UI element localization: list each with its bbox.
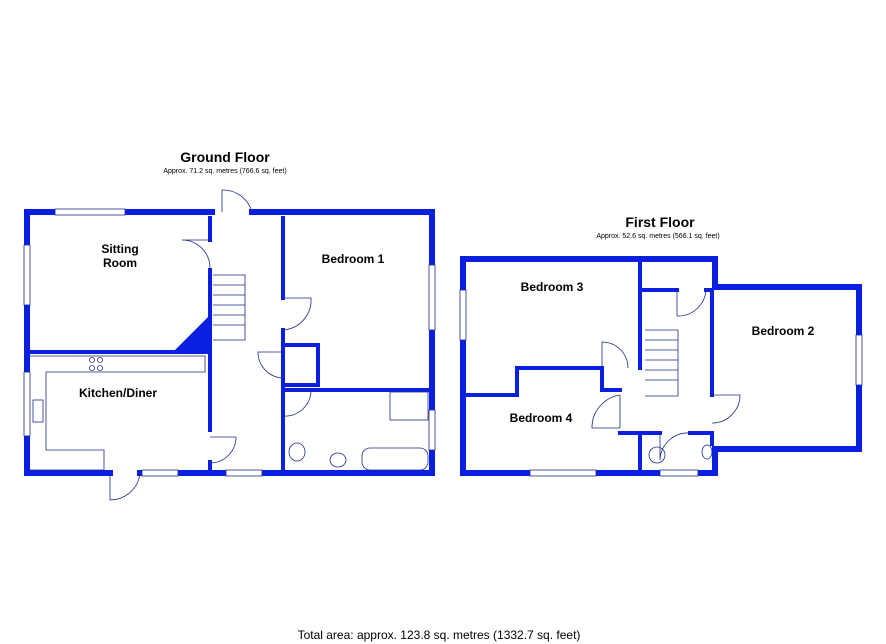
ground-floor-area: Approx. 71.2 sq. metres (766.6 sq. feet)	[163, 168, 286, 175]
door	[282, 389, 312, 417]
window	[23, 371, 31, 437]
room-label-kitchen: Kitchen/Diner	[79, 386, 157, 400]
window	[529, 469, 597, 477]
ground-floor-title: Ground Floor	[180, 149, 270, 165]
window	[23, 244, 31, 306]
first-floor-title: First Floor	[625, 214, 695, 230]
door	[257, 351, 284, 379]
ground-floor-plan: Sitting Room Bedroom 1 Kitchen/Diner	[23, 189, 436, 501]
window	[855, 334, 863, 386]
window	[225, 469, 263, 477]
window	[428, 409, 436, 451]
door	[601, 341, 629, 369]
window	[428, 264, 436, 331]
door	[109, 472, 141, 501]
first-floor-area: Approx. 52.6 sq. metres (566.1 sq. feet)	[596, 233, 719, 240]
window	[54, 208, 126, 216]
door	[591, 394, 621, 429]
door	[711, 394, 741, 424]
room-label-sitting: Sitting	[101, 242, 138, 256]
room-label-bedroom-4: Bedroom 4	[510, 411, 573, 425]
room-label-bedroom-1: Bedroom 1	[322, 252, 385, 266]
room-label-bedroom-3: Bedroom 3	[521, 280, 584, 294]
door	[676, 289, 707, 317]
room-label-bedroom-2: Bedroom 2	[752, 324, 815, 338]
window	[459, 289, 467, 341]
window	[659, 469, 699, 477]
door	[659, 432, 691, 461]
first-floor-plan: Bedroom 3 Bedroom 4 Bedroom 2	[459, 256, 863, 477]
door	[209, 436, 237, 464]
door	[221, 189, 253, 213]
room-label-sitting-2: Room	[103, 256, 137, 270]
door	[282, 297, 312, 331]
door	[181, 239, 211, 269]
total-area: Total area: approx. 123.8 sq. metres (13…	[298, 628, 581, 642]
window	[141, 469, 179, 477]
